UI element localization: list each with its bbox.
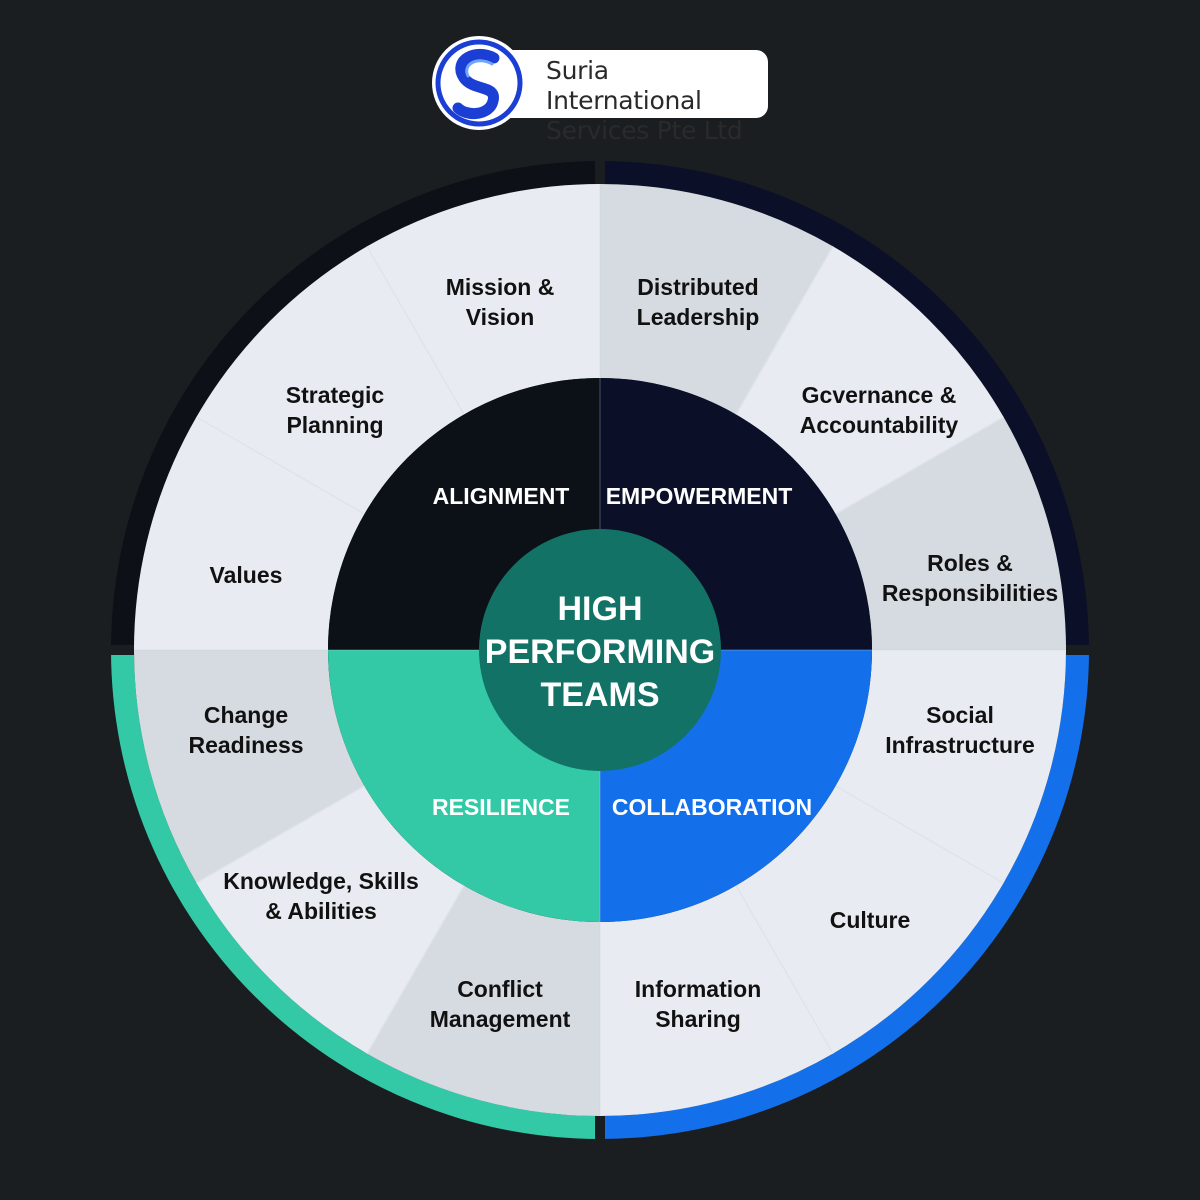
segment-values xyxy=(134,417,365,650)
segment-mission-vision xyxy=(367,184,600,415)
logo-s-badge xyxy=(432,36,526,130)
company-name-line1: Suria International xyxy=(546,56,702,115)
quadrant-label-collaboration: COLLABORATION xyxy=(612,794,812,820)
label-line: Gcvernance & xyxy=(802,382,957,408)
segment-divider xyxy=(835,785,1004,884)
segment-divider xyxy=(366,885,465,1054)
label-line: Leadership xyxy=(637,304,760,330)
label-line: Knowledge, Skills xyxy=(223,868,419,894)
label-line: Vision xyxy=(466,304,535,330)
label-line: Conflict xyxy=(457,976,543,1002)
segment-divider xyxy=(366,246,465,415)
quadrant-label-empowerment: EMPOWERMENT xyxy=(606,483,793,509)
segment-social-infrastructure xyxy=(835,650,1066,883)
segment-roles-responsibilities xyxy=(835,417,1066,650)
segment-divider xyxy=(196,416,365,515)
label-line: Sharing xyxy=(655,1006,741,1032)
label-knowledge-skills-abilities: Knowledge, Skills & Abilities xyxy=(223,868,419,924)
segment-divider xyxy=(735,885,834,1054)
quadrant-label-resilience: RESILIENCE xyxy=(432,794,570,820)
label-line: Roles & xyxy=(927,550,1013,576)
label-line: Strategic xyxy=(286,382,385,408)
company-logo: Suria International Services Pte Ltd xyxy=(430,34,770,145)
label-line: Responsibilities xyxy=(882,580,1058,606)
segment-information-sharing xyxy=(600,885,833,1116)
segment-distributed-leadership xyxy=(600,184,833,415)
label-line: & Abilities xyxy=(265,898,377,924)
center-title-line: PERFORMING xyxy=(485,633,715,671)
label-line: Change xyxy=(204,702,288,728)
label-line: Readiness xyxy=(188,732,303,758)
label-line: Planning xyxy=(286,412,383,438)
label-governance-accountability: Gcvernance & Accountability xyxy=(800,382,959,438)
segment-knowledge-skills-abilities xyxy=(196,786,464,1054)
label-culture: Culture xyxy=(830,907,911,933)
segment-strategic-planning xyxy=(196,246,464,514)
label-line: Distributed xyxy=(637,274,758,300)
label-roles-responsibilities: Roles & Responsibilities xyxy=(882,550,1058,606)
center-hub xyxy=(479,529,721,771)
center-title-line: TEAMS xyxy=(541,676,660,714)
label-line: Values xyxy=(210,562,283,588)
company-name-line2: Services Pte Ltd xyxy=(546,116,743,145)
segment-change-readiness xyxy=(134,650,365,883)
label-line: Infrastructure xyxy=(885,732,1035,758)
quadrant-label-alignment: ALIGNMENT xyxy=(433,483,570,509)
label-line: Social xyxy=(926,702,994,728)
label-line: Culture xyxy=(830,907,911,933)
segment-governance-accountability xyxy=(736,246,1004,514)
segment-divider xyxy=(735,246,834,415)
label-line: Management xyxy=(430,1006,571,1032)
company-name: Suria International Services Pte Ltd xyxy=(546,56,768,146)
label-values: Values xyxy=(210,562,283,588)
label-mission-vision: Mission & Vision xyxy=(446,274,555,330)
segment-conflict-management xyxy=(367,885,600,1116)
label-line: Mission & xyxy=(446,274,555,300)
center-title-line: HIGH xyxy=(558,590,643,628)
segment-divider xyxy=(835,416,1004,515)
label-line: Information xyxy=(635,976,762,1002)
segment-divider xyxy=(196,785,365,884)
label-line: Accountability xyxy=(800,412,959,438)
segment-culture xyxy=(736,786,1004,1054)
center-title: HIGH PERFORMING TEAMS xyxy=(485,590,715,714)
